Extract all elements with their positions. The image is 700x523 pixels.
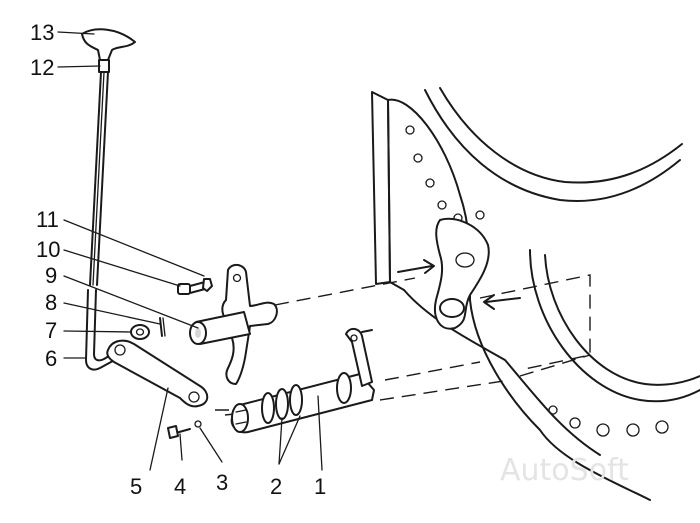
callout-7: 7 xyxy=(45,318,57,343)
callout-12: 12 xyxy=(30,55,54,80)
cotter-pin xyxy=(159,317,166,337)
callout-9: 9 xyxy=(45,263,57,288)
link-arm xyxy=(106,339,209,408)
set-screw xyxy=(167,420,202,439)
callout-3: 3 xyxy=(216,470,228,495)
bolt-and-nut xyxy=(177,278,213,295)
callout-1: 1 xyxy=(314,474,326,499)
engine-housing xyxy=(371,87,700,501)
callout-10: 10 xyxy=(36,237,60,262)
callout-5: 5 xyxy=(130,474,142,499)
t-handle-rod xyxy=(81,28,136,286)
callout-11: 11 xyxy=(36,207,59,232)
callout-2: 2 xyxy=(270,474,282,499)
callout-8: 8 xyxy=(45,290,57,315)
cross-shaft xyxy=(230,328,375,434)
watermark: AutoSoft xyxy=(500,453,629,488)
rod-bracket xyxy=(85,289,123,371)
direction-arrows xyxy=(397,259,521,310)
washer xyxy=(130,324,150,340)
callout-13: 13 xyxy=(30,20,54,45)
callout-labels: 13 12 11 10 9 8 7 6 5 4 3 2 1 xyxy=(30,20,326,499)
leader-lines xyxy=(57,31,323,471)
fork-lever-shaft xyxy=(189,264,278,385)
callout-4: 4 xyxy=(174,474,186,499)
callout-6: 6 xyxy=(45,346,57,371)
